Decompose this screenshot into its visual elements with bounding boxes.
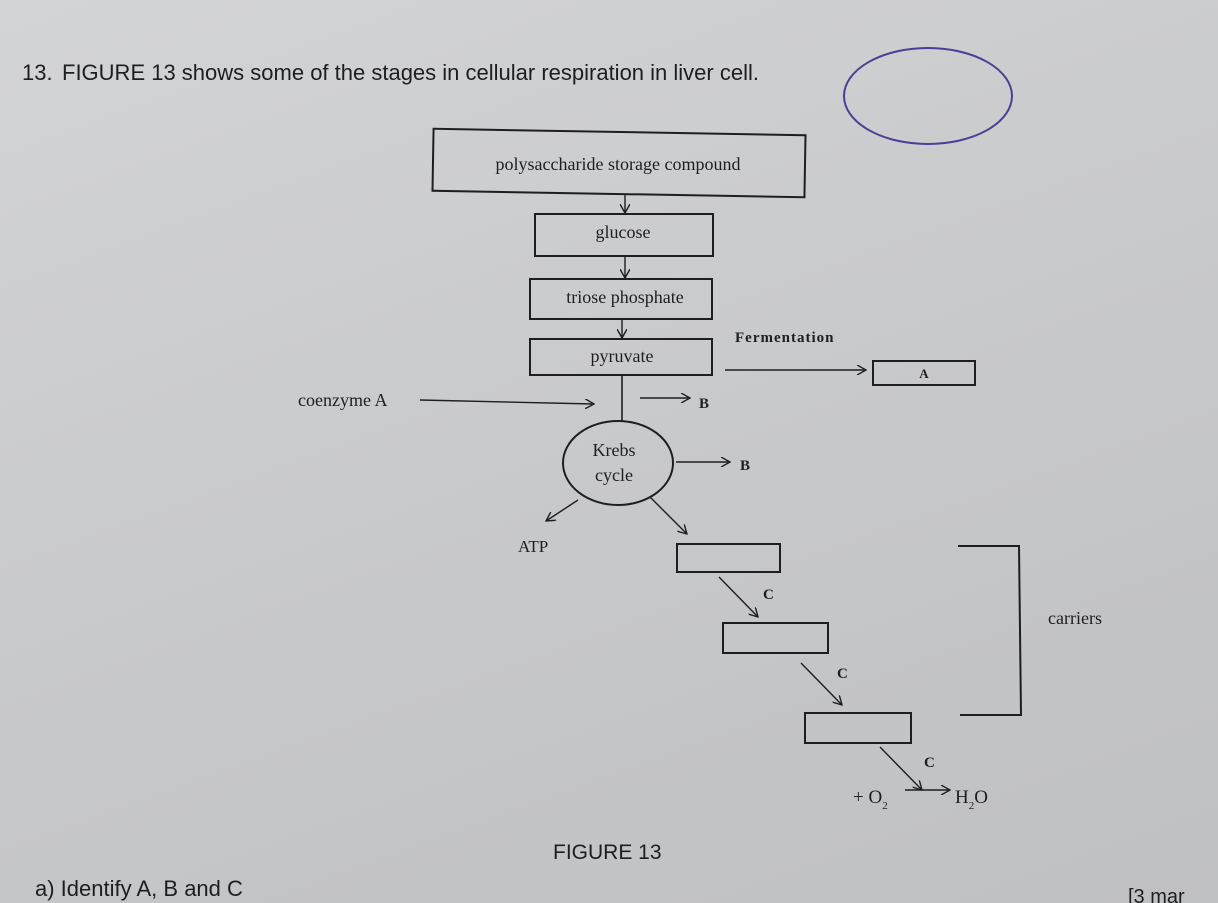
krebs-cycle-circle bbox=[562, 420, 674, 506]
label-a: A bbox=[919, 366, 929, 381]
arrow-coenzyme bbox=[419, 400, 594, 404]
label-triose: triose phosphate bbox=[566, 287, 683, 307]
label-coenzyme-a: coenzyme A bbox=[298, 390, 387, 410]
label-polysaccharide: polysaccharide storage compound bbox=[496, 154, 741, 174]
label-h2o: H2O bbox=[955, 787, 988, 812]
carrier-box-2 bbox=[722, 622, 829, 654]
label-b1: B bbox=[699, 396, 709, 412]
box-triose-phosphate bbox=[529, 278, 713, 320]
label-pyruvate: pyruvate bbox=[591, 346, 654, 366]
arrow-c3 bbox=[879, 746, 922, 790]
box-polysaccharide bbox=[431, 127, 807, 199]
box-glucose bbox=[534, 213, 714, 257]
subquestion-a: a) Identify A, B and C bbox=[35, 876, 243, 901]
marks-label: [3 mar bbox=[1128, 886, 1185, 903]
box-pyruvate bbox=[529, 338, 713, 376]
arrow-c2 bbox=[800, 662, 842, 705]
question-number: 13. bbox=[22, 60, 53, 85]
label-atp: ATP bbox=[518, 537, 548, 556]
label-fermentation: Fermentation bbox=[735, 330, 834, 346]
label-o2: + O2 bbox=[853, 787, 888, 812]
handwritten-circle bbox=[843, 47, 1013, 145]
carrier-box-1 bbox=[676, 543, 781, 573]
carriers-bracket bbox=[958, 545, 1023, 716]
label-cycle: cycle bbox=[595, 465, 633, 485]
arrow-c1 bbox=[718, 576, 758, 617]
arrow-atp bbox=[546, 499, 579, 521]
question-text: FIGURE 13 shows some of the stages in ce… bbox=[62, 60, 759, 85]
label-c1: C bbox=[763, 587, 774, 603]
label-krebs: Krebs bbox=[593, 440, 636, 460]
arrow-to-carrier1 bbox=[649, 496, 687, 534]
carrier-box-3 bbox=[804, 712, 912, 744]
label-carriers: carriers bbox=[1048, 608, 1102, 628]
label-glucose: glucose bbox=[596, 222, 651, 242]
label-c2: C bbox=[837, 666, 848, 682]
figure-caption: FIGURE 13 bbox=[553, 841, 662, 864]
label-b2: B bbox=[740, 458, 750, 474]
label-c3: C bbox=[924, 755, 935, 771]
box-a bbox=[872, 360, 976, 386]
